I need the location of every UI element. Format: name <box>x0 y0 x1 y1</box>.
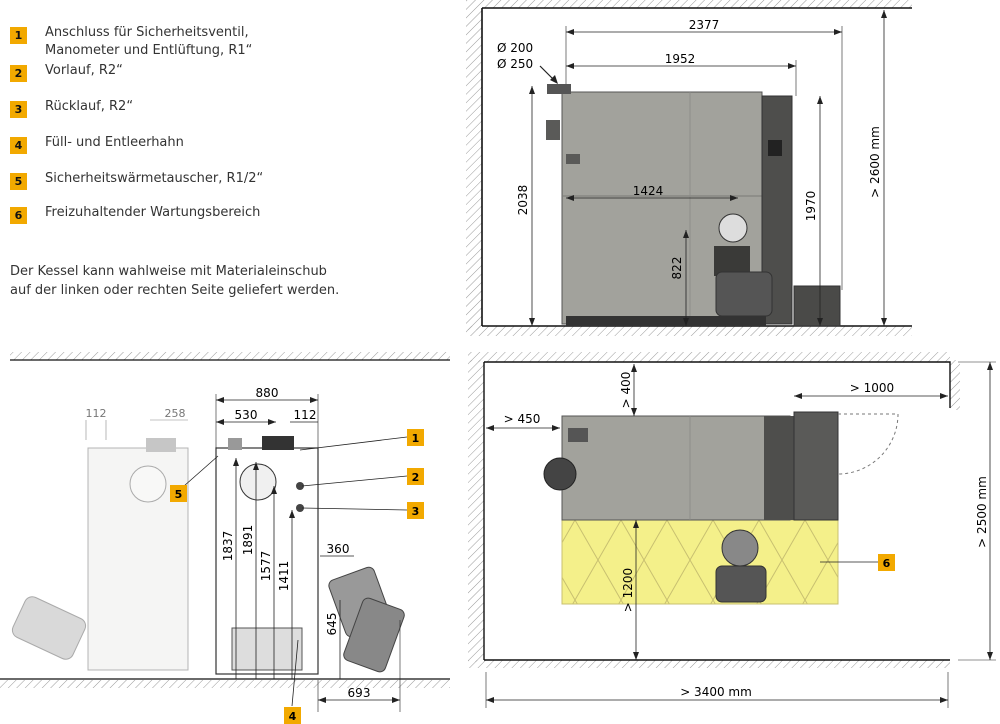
legend-badge-6: 6 <box>10 207 27 224</box>
dim-2377-label: 2377 <box>689 18 720 32</box>
dim-1952-label: 1952 <box>665 52 696 66</box>
dim-530-label: 530 <box>235 408 258 422</box>
legend-item-1: 1 Anschluss für Sicherheitsventil, Manom… <box>10 24 252 60</box>
feeder-front-lower <box>343 597 405 673</box>
dim-880-label: 880 <box>256 386 279 400</box>
callout-3 <box>407 502 424 519</box>
feeder-top <box>721 529 759 567</box>
front-door <box>239 463 277 501</box>
ash-container <box>793 285 841 327</box>
flue-outlet <box>547 84 571 94</box>
dim-3400-label: > 3400 mm <box>680 685 752 699</box>
top-wall-hatch <box>468 352 950 362</box>
port-ruecklauf <box>296 504 304 512</box>
legend-text-6: Freizuhaltender Wartungsbereich <box>45 205 261 220</box>
ash-box-top <box>793 411 839 521</box>
svg-text:1: 1 <box>412 432 420 445</box>
door-top <box>543 457 577 491</box>
dim-1891-label: 1891 <box>241 525 255 556</box>
dim-1970-label: 1970 <box>804 191 818 222</box>
front-view-ghost <box>11 438 189 671</box>
port-vorlauf <box>296 482 304 490</box>
legend-item-3: 3 Rücklauf, R2“ <box>10 98 133 118</box>
legend-badge-1: 1 <box>10 27 27 44</box>
svg-text:5: 5 <box>175 488 183 501</box>
dim-room-height-label: > 2600 mm <box>868 126 882 198</box>
dim-693-label: 693 <box>348 686 371 700</box>
front-flue <box>262 436 294 450</box>
door-swing <box>837 413 899 475</box>
dim-112-right-label: 112 <box>294 408 317 422</box>
front-lower-panel <box>231 627 303 671</box>
front-connection-left <box>228 438 242 450</box>
callout-2 <box>407 468 424 485</box>
dim-1837-label: 1837 <box>221 531 235 562</box>
legend-badge-5: 5 <box>10 173 27 190</box>
side-connection-2 <box>566 154 580 164</box>
feeder-top-base <box>715 565 767 603</box>
wall-left-hatch <box>466 0 482 330</box>
diameter-250-label: Ø 250 <box>497 57 533 71</box>
legend-badge-2: 2 <box>10 65 27 82</box>
boiler-top <box>561 415 791 521</box>
callout-6 <box>878 554 895 571</box>
burner-motor <box>718 213 748 243</box>
boiler-base <box>566 316 766 326</box>
dim-258-label: 258 <box>165 407 186 420</box>
dim-1577-label: 1577 <box>259 551 273 582</box>
front-floor-hatch <box>0 680 450 688</box>
legend-item-5: 5 Sicherheitswärmetauscher, R1/2“ <box>10 170 263 190</box>
legend-text-5: Sicherheitswärmetauscher, R1/2“ <box>45 171 264 186</box>
bottom-wall-hatch <box>468 660 950 668</box>
legend-badge-4: 4 <box>10 137 27 154</box>
dim-450-label: > 450 <box>504 412 541 426</box>
top-connection <box>568 428 588 442</box>
legend-text-3: Rücklauf, R2“ <box>45 99 134 114</box>
callout-5 <box>170 485 187 502</box>
dim-1000-label: > 1000 <box>850 381 894 395</box>
legend-item-4: 4 Füll- und Entleerhahn <box>10 134 184 154</box>
dim-2500-label: > 2500 mm <box>975 476 989 548</box>
callout-4 <box>284 707 301 724</box>
legend-text-4: Füll- und Entleerhahn <box>45 135 184 150</box>
tank-top <box>764 416 794 520</box>
legend-item-6: 6 Freizuhaltender Wartungsbereich <box>10 204 260 224</box>
note-text: Der Kessel kann wahlweise mit Materialei… <box>10 264 340 298</box>
left-wall-hatch <box>468 360 484 662</box>
floor-hatch <box>466 326 912 336</box>
svg-text:3: 3 <box>412 505 420 518</box>
dim-112-left-label: 112 <box>86 407 107 420</box>
svg-text:6: 6 <box>883 557 891 570</box>
legend-text-2: Vorlauf, R2“ <box>45 63 123 78</box>
svg-text:2: 2 <box>412 471 420 484</box>
diameter-200-label: Ø 200 <box>497 41 533 55</box>
side-connection <box>546 120 560 140</box>
tank-window <box>768 140 782 156</box>
dim-400-label: > 400 <box>619 372 633 409</box>
side-view: 2377 1952 Ø 200 Ø 250 1424 2038 1970 822… <box>466 0 912 336</box>
legend-item-2: 2 Vorlauf, R2“ <box>10 62 123 82</box>
svg-text:4: 4 <box>289 710 297 723</box>
legend-text-1: Anschluss für Sicherheitsventil, Manomet… <box>45 25 253 58</box>
front-view: 112 258 880 530 112 1837 1891 <box>0 352 450 724</box>
dim-1200-label: > 1200 <box>621 568 635 612</box>
legend-badge-3: 3 <box>10 101 27 118</box>
callout-1 <box>407 429 424 446</box>
dim-2038-label: 2038 <box>516 185 530 216</box>
feeder-unit <box>715 271 773 317</box>
dim-1424-label: 1424 <box>633 184 664 198</box>
top-view: 6 > 400 > 1000 > 450 > 1200 > 2500 mm > … <box>468 352 996 708</box>
feeder-gearbox <box>714 246 750 276</box>
dim-1411-label: 1411 <box>277 561 291 592</box>
maintenance-area-cross <box>562 520 838 604</box>
dim-360-label: 360 <box>327 542 350 556</box>
ceiling-hatch <box>482 0 912 8</box>
dim-645-label: 645 <box>325 613 339 636</box>
front-ceiling-hatch <box>10 352 450 360</box>
dim-822-label: 822 <box>670 257 684 280</box>
right-wall-hatch <box>950 360 960 410</box>
